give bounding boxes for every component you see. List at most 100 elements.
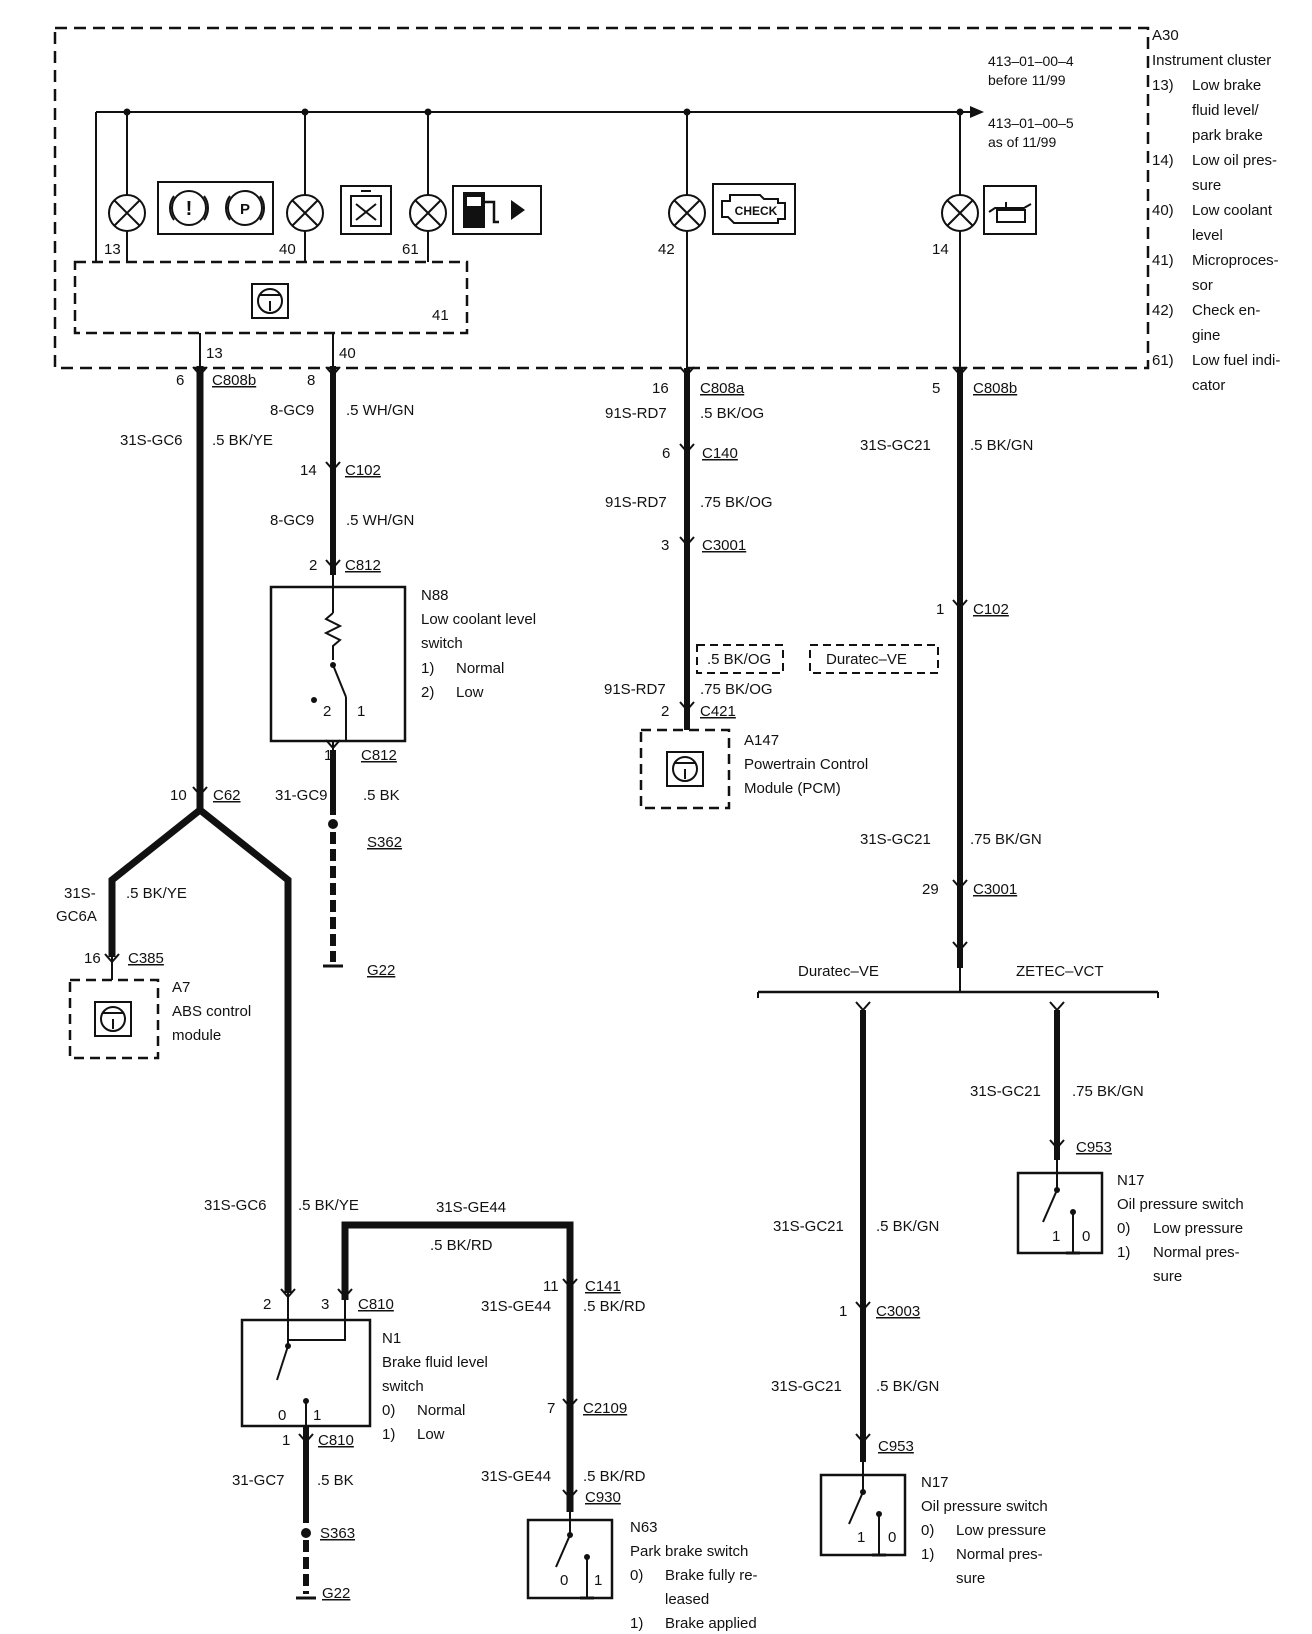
w2-color: .5 WH/GN <box>346 402 414 419</box>
w3-color2: .75 BK/OG <box>700 494 773 511</box>
n1-state0: Normal <box>417 1402 465 1419</box>
legend-item-text: Low coolant <box>1192 202 1273 219</box>
w2-pin-c812: 2 <box>309 557 317 574</box>
cluster-legend: A30 Instrument cluster 13)Low brakefluid… <box>1152 27 1280 394</box>
w6-splice: S363 <box>320 1525 355 1542</box>
legend-item-number: 41) <box>1152 252 1174 269</box>
legend-item-text: Check en- <box>1192 302 1260 319</box>
w6-pin-c810b: 1 <box>282 1432 290 1449</box>
w4-color: .5 BK/GN <box>970 437 1033 454</box>
w1-lower-color: .5 BK/YE <box>298 1197 359 1214</box>
w1-num13: 13 <box>206 345 223 362</box>
n63-pin0: 0 <box>560 1572 568 1589</box>
w2-circuit2: 8-GC9 <box>270 512 314 529</box>
w3-conn-c140: C140 <box>702 445 738 462</box>
ref-after-date: as of 11/99 <box>988 134 1056 150</box>
w4-d-circuit2: 31S-GC21 <box>771 1378 842 1395</box>
w3-conn-top: C808a <box>700 380 745 397</box>
bus-arrow-icon <box>970 106 984 118</box>
microprocessor: 41 <box>73 260 469 335</box>
w1-lower-circuit: 31S-GC6 <box>204 1197 267 1214</box>
n17b-id: N17 <box>921 1474 949 1491</box>
lamp-13-label: 13 <box>104 241 121 258</box>
wire-brake-fluid-ground: 1 C810 31-GC7 .5 BK S363 G22 <box>232 1426 355 1602</box>
w2-num40: 40 <box>339 345 356 362</box>
w4-conn-c102: C102 <box>973 601 1009 618</box>
a7-line2: module <box>172 1027 221 1044</box>
w4-z-conn: C953 <box>1076 1139 1112 1156</box>
ref-before-date: before 11/99 <box>988 72 1066 88</box>
n63-state0-num: 0) <box>630 1567 643 1584</box>
legend-item-text: level <box>1192 227 1223 244</box>
n17a-pin0: 0 <box>1082 1228 1090 1245</box>
fuel-pump-icon <box>452 185 542 235</box>
w2-ground: G22 <box>367 962 395 979</box>
n17b-pin1: 1 <box>857 1529 865 1546</box>
w4-color2: .75 BK/GN <box>970 831 1042 848</box>
a147-id: A147 <box>744 732 779 749</box>
abs-control-module: A7 ABS control module <box>68 957 251 1060</box>
w3-pin-c421: 2 <box>661 703 669 720</box>
w5-color-c930: .5 BK/RD <box>583 1468 646 1485</box>
w4-circuit2: 31S-GC21 <box>860 831 931 848</box>
connector-marker <box>562 1278 578 1289</box>
w1-circuit: 31S-GC6 <box>120 432 183 449</box>
w5-color-top: .5 BK/RD <box>430 1237 493 1254</box>
connector-marker <box>679 536 695 547</box>
connector-marker <box>562 1489 578 1500</box>
legend-item-text: gine <box>1192 327 1220 344</box>
w2-splice: S362 <box>367 834 402 851</box>
connector-marker <box>952 941 968 952</box>
n63-line1: Park brake switch <box>630 1543 748 1560</box>
w2-circuit: 8-GC9 <box>270 402 314 419</box>
park-brake-letter: P <box>240 201 250 218</box>
lamp-icon <box>668 194 706 232</box>
n17b-state0-num: 0) <box>921 1522 934 1539</box>
cluster-name: Instrument cluster <box>1152 52 1271 69</box>
n17a-state1b: sure <box>1153 1268 1182 1285</box>
n17a-state1a: Normal pres- <box>1153 1244 1240 1261</box>
legend-item-text: Low brake <box>1192 77 1261 94</box>
lamp-14-label: 14 <box>932 241 949 258</box>
w1-branch-circuit-a: 31S- <box>64 885 96 902</box>
legend-item-text: cator <box>1192 377 1225 394</box>
w4-circuit: 31S-GC21 <box>860 437 931 454</box>
w6-conn-c810: C810 <box>358 1296 394 1313</box>
w2-pin-top: 8 <box>307 372 315 389</box>
lamp-icon <box>409 194 447 232</box>
w5-color-c141: .5 BK/RD <box>583 1298 646 1315</box>
connector-marker <box>280 1288 296 1299</box>
lamp-icon <box>941 194 979 232</box>
w3-box-a: .5 BK/OG <box>707 651 771 668</box>
wire-low-coolant: 40 8 8-GC9 .5 WH/GN 14 C102 8-GC9 .5 WH/… <box>270 333 414 979</box>
w3-conn-c421: C421 <box>700 703 736 720</box>
connector-markers <box>104 366 1065 1500</box>
n88-state1: Normal <box>456 660 504 677</box>
w5-conn-c930: C930 <box>585 1489 621 1506</box>
w1-branch-circuit-b: GC6A <box>56 908 97 925</box>
n1-state1-num: 1) <box>382 1426 395 1443</box>
legend-item-number: 61) <box>1152 352 1174 369</box>
w6-circuit: 31-GC7 <box>232 1472 285 1489</box>
coolant-level-icon <box>340 185 392 235</box>
w4-variant-left: Duratec–VE <box>798 963 879 980</box>
powertrain-control-module: A147 Powertrain Control Module (PCM) <box>639 728 868 810</box>
connector-marker <box>855 1001 871 1012</box>
n88-state2-num: 2) <box>421 684 434 701</box>
w3-circuit3: 91S-RD7 <box>604 681 666 698</box>
a7-line1: ABS control <box>172 1003 251 1020</box>
connector-marker <box>1049 1001 1065 1012</box>
w2-conn-c812b: C812 <box>361 747 397 764</box>
n17b-state0: Low pressure <box>956 1522 1046 1539</box>
n63-id: N63 <box>630 1519 658 1536</box>
legend-item-number: 14) <box>1152 152 1174 169</box>
n1-pin1: 1 <box>313 1407 321 1424</box>
w5-conn-c141: C141 <box>585 1278 621 1295</box>
n88-state1-num: 1) <box>421 660 434 677</box>
w6-conn-c810b: C810 <box>318 1432 354 1449</box>
connector-marker <box>679 366 695 377</box>
w1-color: .5 BK/YE <box>212 432 273 449</box>
w4-d-conn-c3003: C3003 <box>876 1303 920 1320</box>
svg-text:!: ! <box>186 198 193 220</box>
n1-state1: Low <box>417 1426 445 1443</box>
